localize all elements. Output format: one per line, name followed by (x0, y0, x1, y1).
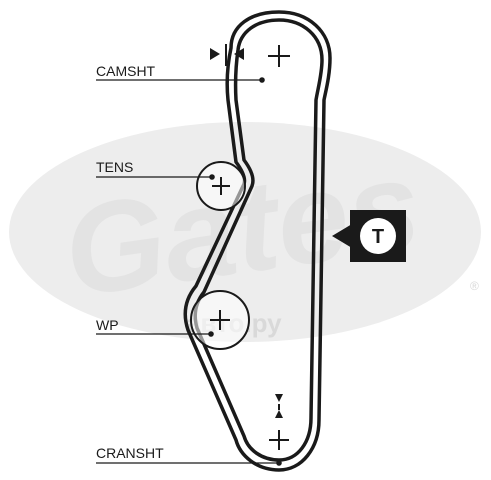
tensioner-leader-dot (209, 174, 215, 180)
camshaft-timing-mark-right (234, 48, 244, 60)
badge-pointer (332, 224, 352, 248)
camshaft-pulley (210, 44, 290, 67)
badge-letter: T (372, 226, 384, 248)
camshaft-label: CAMSHT (96, 63, 156, 79)
timing-belt (183, 10, 332, 472)
crankshaft-pulley (269, 394, 289, 450)
leader-lines (96, 77, 282, 466)
crankshaft-label: CRANSHT (96, 445, 164, 461)
belt-outer-edge (183, 10, 332, 472)
crankshaft-timing-mark-top (275, 394, 283, 402)
camshaft-leader-dot (259, 77, 265, 83)
labels: CAMSHT TENS WP CRANSHT (96, 63, 164, 461)
badge-circle (360, 218, 396, 254)
water-pump-label: WP (96, 317, 119, 333)
water-pump-leader-dot (208, 331, 214, 337)
crankshaft-timing-mark-bottom (275, 410, 283, 418)
tensioner-label: TENS (96, 159, 133, 175)
water-pump-pulley (190, 290, 250, 350)
tension-side-badge: T (332, 210, 406, 262)
tensioner-pulley (196, 161, 246, 211)
watermark-registered: ® (470, 279, 479, 293)
belt-inner-edge (193, 18, 324, 462)
camshaft-timing-mark-left (210, 48, 220, 60)
crankshaft-leader-dot (276, 460, 282, 466)
